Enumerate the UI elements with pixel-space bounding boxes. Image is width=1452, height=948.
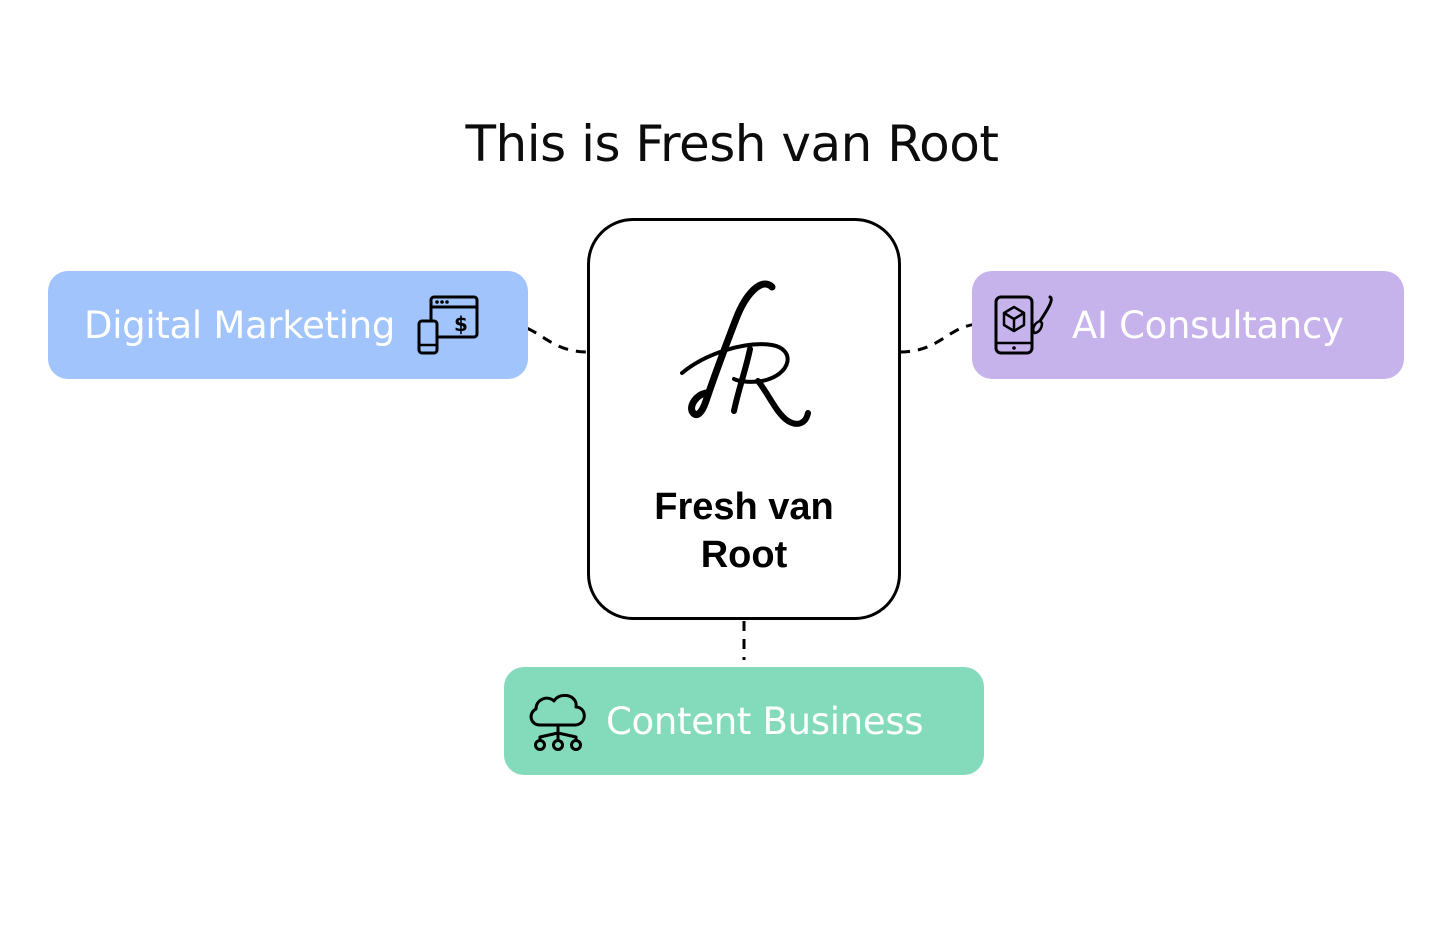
node-content-business: Content Business bbox=[504, 667, 984, 775]
node-ai-consultancy-label: AI Consultancy bbox=[1072, 303, 1344, 347]
mobile-design-tools-icon bbox=[994, 295, 1053, 355]
fr-monogram-logo bbox=[680, 280, 811, 427]
center-card-label-line1: Fresh van bbox=[654, 486, 834, 528]
center-card-label: Fresh van Root bbox=[590, 483, 898, 579]
page-title: This is Fresh van Root bbox=[465, 115, 999, 173]
node-content-business-label: Content Business bbox=[606, 699, 924, 743]
web-payment-devices-icon: $ bbox=[417, 295, 479, 355]
node-ai-consultancy: AI Consultancy bbox=[972, 271, 1404, 379]
connector-ai bbox=[899, 322, 979, 354]
svg-text:$: $ bbox=[454, 312, 468, 336]
node-digital-marketing-label: Digital Marketing bbox=[84, 303, 396, 347]
center-card-label-line2: Root bbox=[700, 534, 788, 576]
node-digital-marketing: Digital Marketing $ bbox=[48, 271, 528, 379]
cloud-network-icon bbox=[529, 693, 586, 751]
center-card: Fresh van Root bbox=[587, 218, 901, 620]
